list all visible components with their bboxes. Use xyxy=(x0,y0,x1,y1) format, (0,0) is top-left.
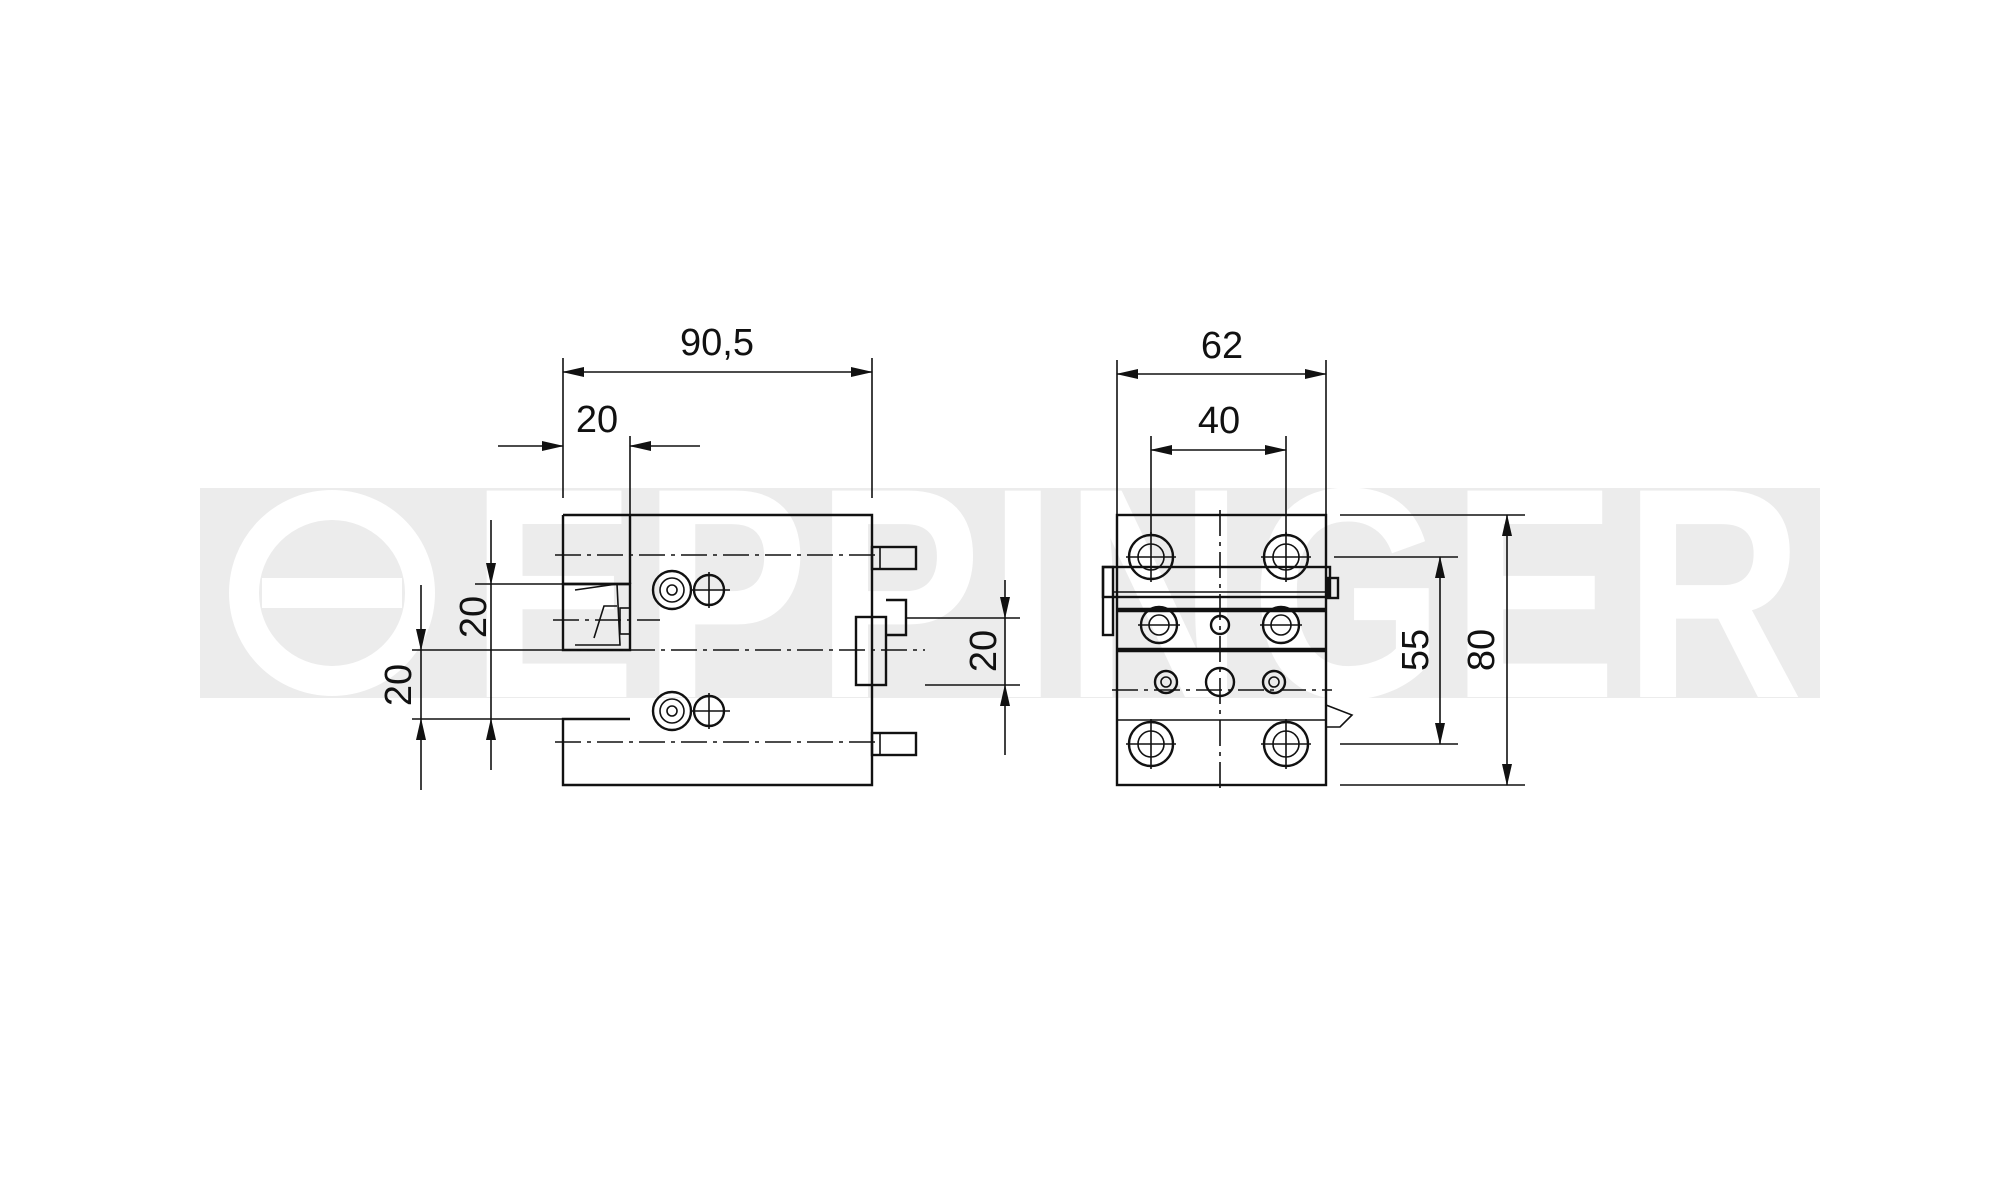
dim-width-total-label: 62 xyxy=(1201,325,1243,367)
hole-low-left-icon xyxy=(1153,669,1179,695)
rail-end-left xyxy=(1101,565,1115,637)
dim-length-offset-label: 20 xyxy=(576,399,618,441)
dim-width-bolt-label: 40 xyxy=(1198,400,1240,442)
dim-length-offset: 20 xyxy=(498,399,700,515)
rail-end-right xyxy=(1326,576,1340,600)
dim-height-bolt-label: 55 xyxy=(1395,629,1437,671)
watermark-band xyxy=(200,488,1820,698)
watermark-text: EPPINGER xyxy=(470,425,1810,761)
dim-width-total: 62 xyxy=(1116,325,1327,515)
hole-low-center-icon xyxy=(1204,666,1236,698)
bottom-pin xyxy=(870,731,918,757)
top-pin xyxy=(870,545,918,571)
bolt-mid-left-icon xyxy=(1138,605,1180,645)
front-jaw-marker xyxy=(1325,704,1354,728)
side-view: 90,5 20 20 20 xyxy=(378,322,1020,790)
bolt-mid-right-icon xyxy=(1260,605,1302,645)
dim-height-total: 80 xyxy=(1340,514,1525,786)
dim-height-bolt: 55 xyxy=(1334,556,1458,745)
dim-height-inner-label: 20 xyxy=(453,596,495,638)
bolt-bottom-left-icon xyxy=(1126,719,1176,769)
top-screw-icon xyxy=(651,569,730,611)
key-block xyxy=(854,615,888,687)
hole-mid-center-icon xyxy=(1209,614,1231,636)
front-view: 62 40 55 80 xyxy=(1101,325,1525,790)
hole-low-right-icon xyxy=(1261,669,1287,695)
dim-height-right-label: 20 xyxy=(963,630,1005,672)
bolt-bottom-right-icon xyxy=(1261,719,1311,769)
dim-height-total-label: 80 xyxy=(1461,629,1503,671)
dim-height-outer-label: 20 xyxy=(378,664,420,706)
dim-height-right: 20 xyxy=(906,580,1020,755)
side-view-jaw-bevel xyxy=(574,583,621,646)
dim-height-outer: 20 xyxy=(378,585,545,790)
side-view-jaw-tab xyxy=(619,607,631,635)
watermark: EPPINGER xyxy=(200,425,1820,761)
dim-width-bolt: 40 xyxy=(1150,400,1287,535)
bottom-screw-icon xyxy=(651,690,730,732)
dim-length-total: 90,5 xyxy=(562,322,873,498)
jaw-marker xyxy=(593,605,617,639)
dim-length-total-label: 90,5 xyxy=(680,322,754,364)
watermark-logo-icon xyxy=(229,490,435,696)
dim-height-inner: 20 xyxy=(453,520,563,770)
